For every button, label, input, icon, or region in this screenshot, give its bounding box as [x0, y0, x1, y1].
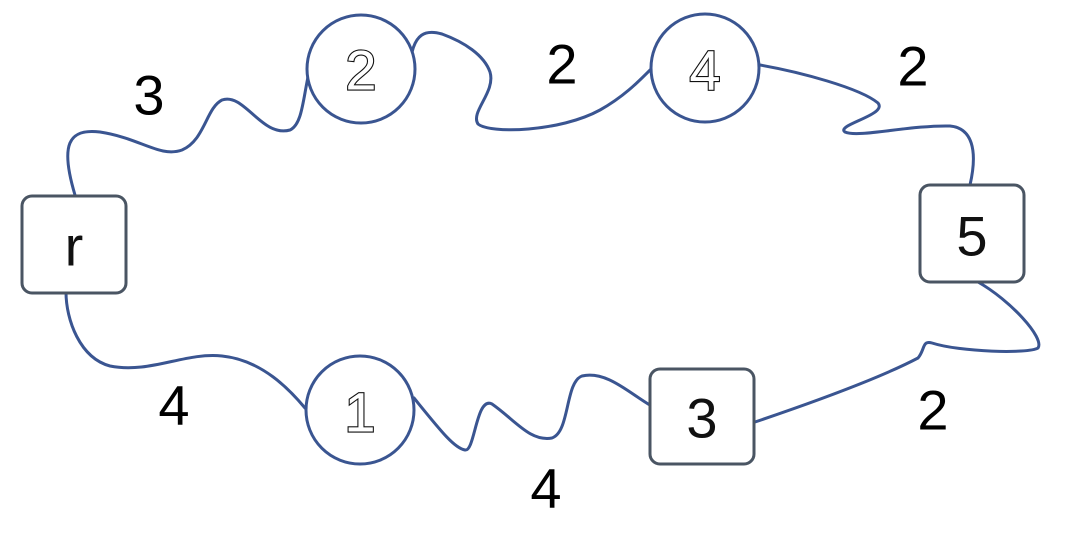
- node-5-label: 5: [956, 205, 987, 268]
- node-5: 5: [918, 183, 1026, 284]
- node-1: 1: [304, 354, 416, 466]
- edge-weight-r-2: 3: [133, 64, 164, 127]
- node-2: 2: [305, 13, 417, 125]
- node-2-circle: [305, 13, 417, 125]
- edge-4-5: [758, 63, 975, 187]
- node-r: r: [20, 194, 128, 295]
- edge-weight-1-r: 4: [158, 374, 189, 437]
- node-4-label: 4: [689, 39, 720, 102]
- node-3-box: [648, 367, 756, 466]
- node-3-label: 3: [686, 387, 717, 450]
- edge-weight-4-5: 2: [897, 35, 928, 98]
- node-1-label: 1: [344, 381, 375, 444]
- node-4: 4: [649, 12, 761, 124]
- node-5-box: [918, 183, 1026, 284]
- node-r-box: [20, 194, 128, 295]
- node-4-circle: [649, 12, 761, 124]
- edge-1-r: [64, 290, 307, 410]
- node-3: 3: [648, 367, 756, 466]
- edge-weight-2-4: 2: [546, 33, 577, 96]
- node-r-label: r: [65, 215, 84, 278]
- edge-weight-5-3: 2: [917, 379, 948, 442]
- node-2-label: 2: [345, 39, 376, 102]
- edge-r-2: [66, 66, 312, 197]
- node-1-circle: [304, 354, 416, 466]
- edge-5-3: [753, 280, 1041, 424]
- edge-3-1: [412, 373, 657, 452]
- edge-2-4: [408, 30, 654, 132]
- edge-weight-3-1: 4: [530, 457, 561, 520]
